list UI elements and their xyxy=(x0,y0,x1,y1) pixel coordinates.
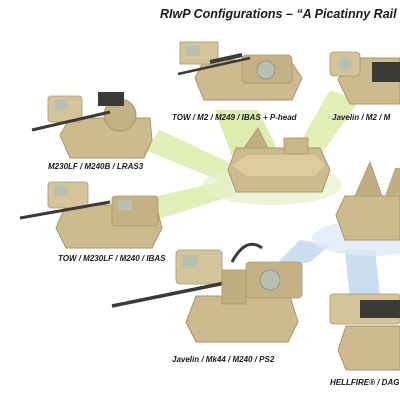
caption-left-lower: TOW / M230LF / M240 / IBAS xyxy=(58,254,166,263)
turret-top-right xyxy=(329,51,400,105)
caption-top-right: Javelin / M2 / M xyxy=(332,113,391,122)
caption-top-center: TOW / M2 / M249 / IBAS + P-head xyxy=(172,113,297,122)
center-hub-turret xyxy=(227,127,331,193)
green-beam-left-upper xyxy=(145,130,245,185)
caption-bottom-center: Javelin / Mk44 / M240 / PS2 xyxy=(172,355,275,364)
turret-bottom-center xyxy=(111,242,303,343)
caption-left-upper: M230LF / M240B / LRAS3 xyxy=(48,162,144,171)
blue-beam-bottom-right xyxy=(345,250,380,300)
turret-top-center xyxy=(177,41,303,101)
turret-left-upper xyxy=(31,92,153,159)
turret-left-lower xyxy=(19,181,163,249)
diagram-title: RIwP Configurations – “A Picatinny Rail … xyxy=(160,7,400,21)
right-hub-turret xyxy=(335,160,400,241)
turret-bottom-right xyxy=(329,293,400,371)
caption-bottom-right: HELLFIRE® / DAG xyxy=(330,378,400,387)
